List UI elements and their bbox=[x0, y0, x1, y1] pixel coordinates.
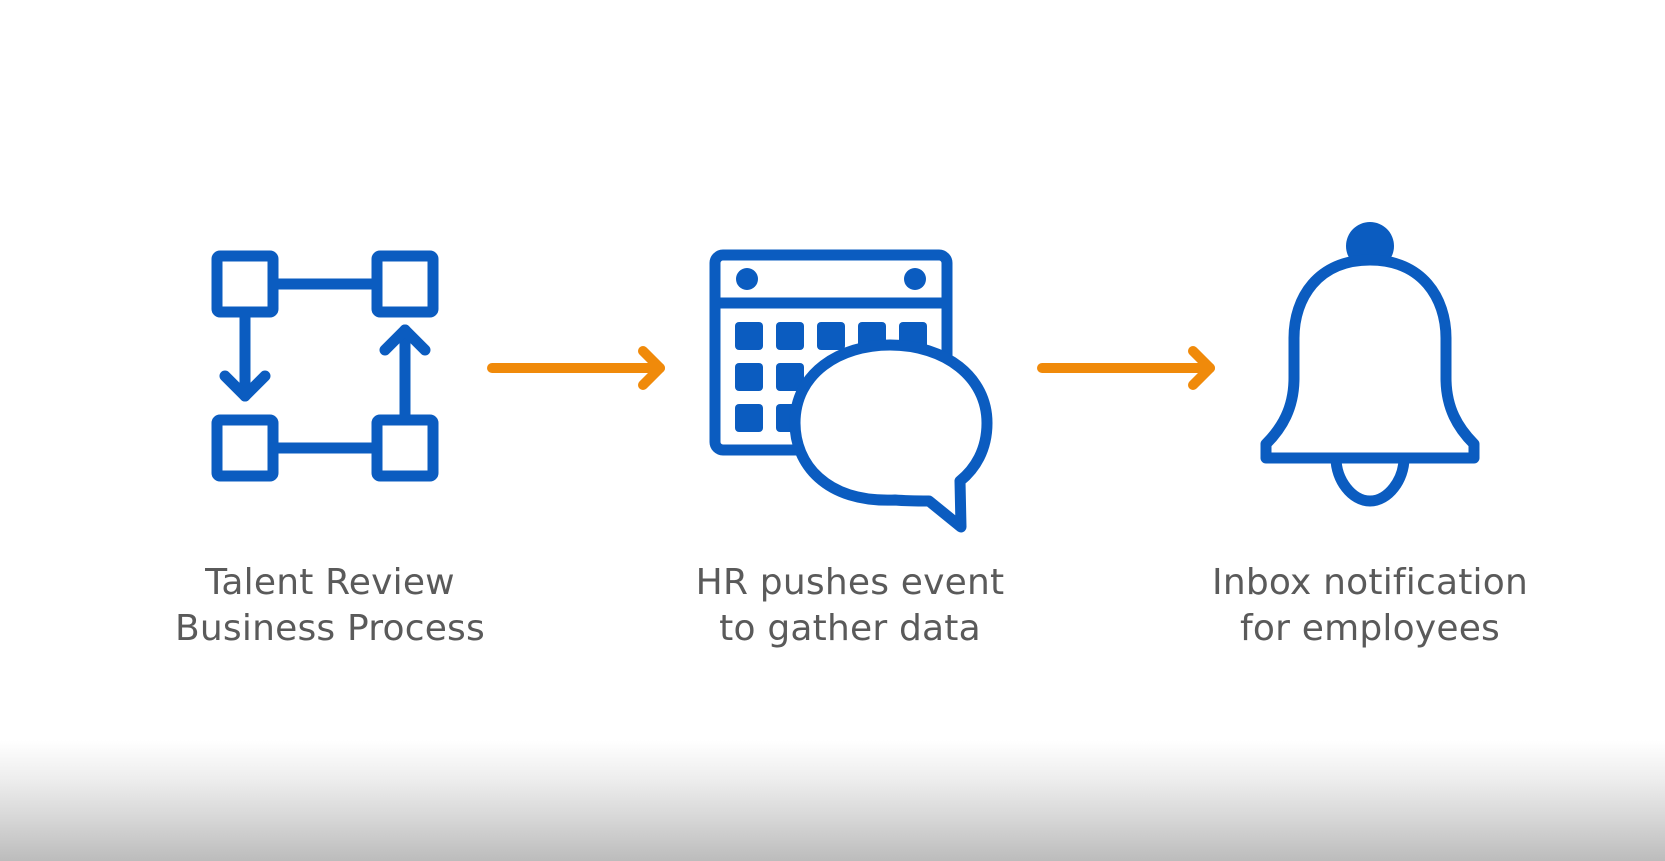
label-line: HR pushes event bbox=[695, 562, 1005, 603]
label-line: Business Process bbox=[175, 608, 485, 649]
label-line: Inbox notification bbox=[1212, 562, 1528, 603]
process-flow-icon bbox=[211, 250, 439, 482]
label-line: to gather data bbox=[719, 608, 981, 649]
arrow-right-icon bbox=[1037, 346, 1215, 390]
arrow-right-icon bbox=[487, 346, 665, 390]
step-label-hr-pushes-event: HR pushes event to gather data bbox=[650, 560, 1050, 652]
step-label-talent-review: Talent Review Business Process bbox=[130, 560, 530, 652]
calendar-chat-icon bbox=[709, 249, 993, 533]
label-line: Talent Review bbox=[205, 562, 455, 603]
bell-icon bbox=[1260, 222, 1480, 507]
step-label-inbox-notification: Inbox notification for employees bbox=[1170, 560, 1570, 652]
chat-bubble-icon bbox=[789, 339, 993, 533]
label-line: for employees bbox=[1240, 608, 1500, 649]
